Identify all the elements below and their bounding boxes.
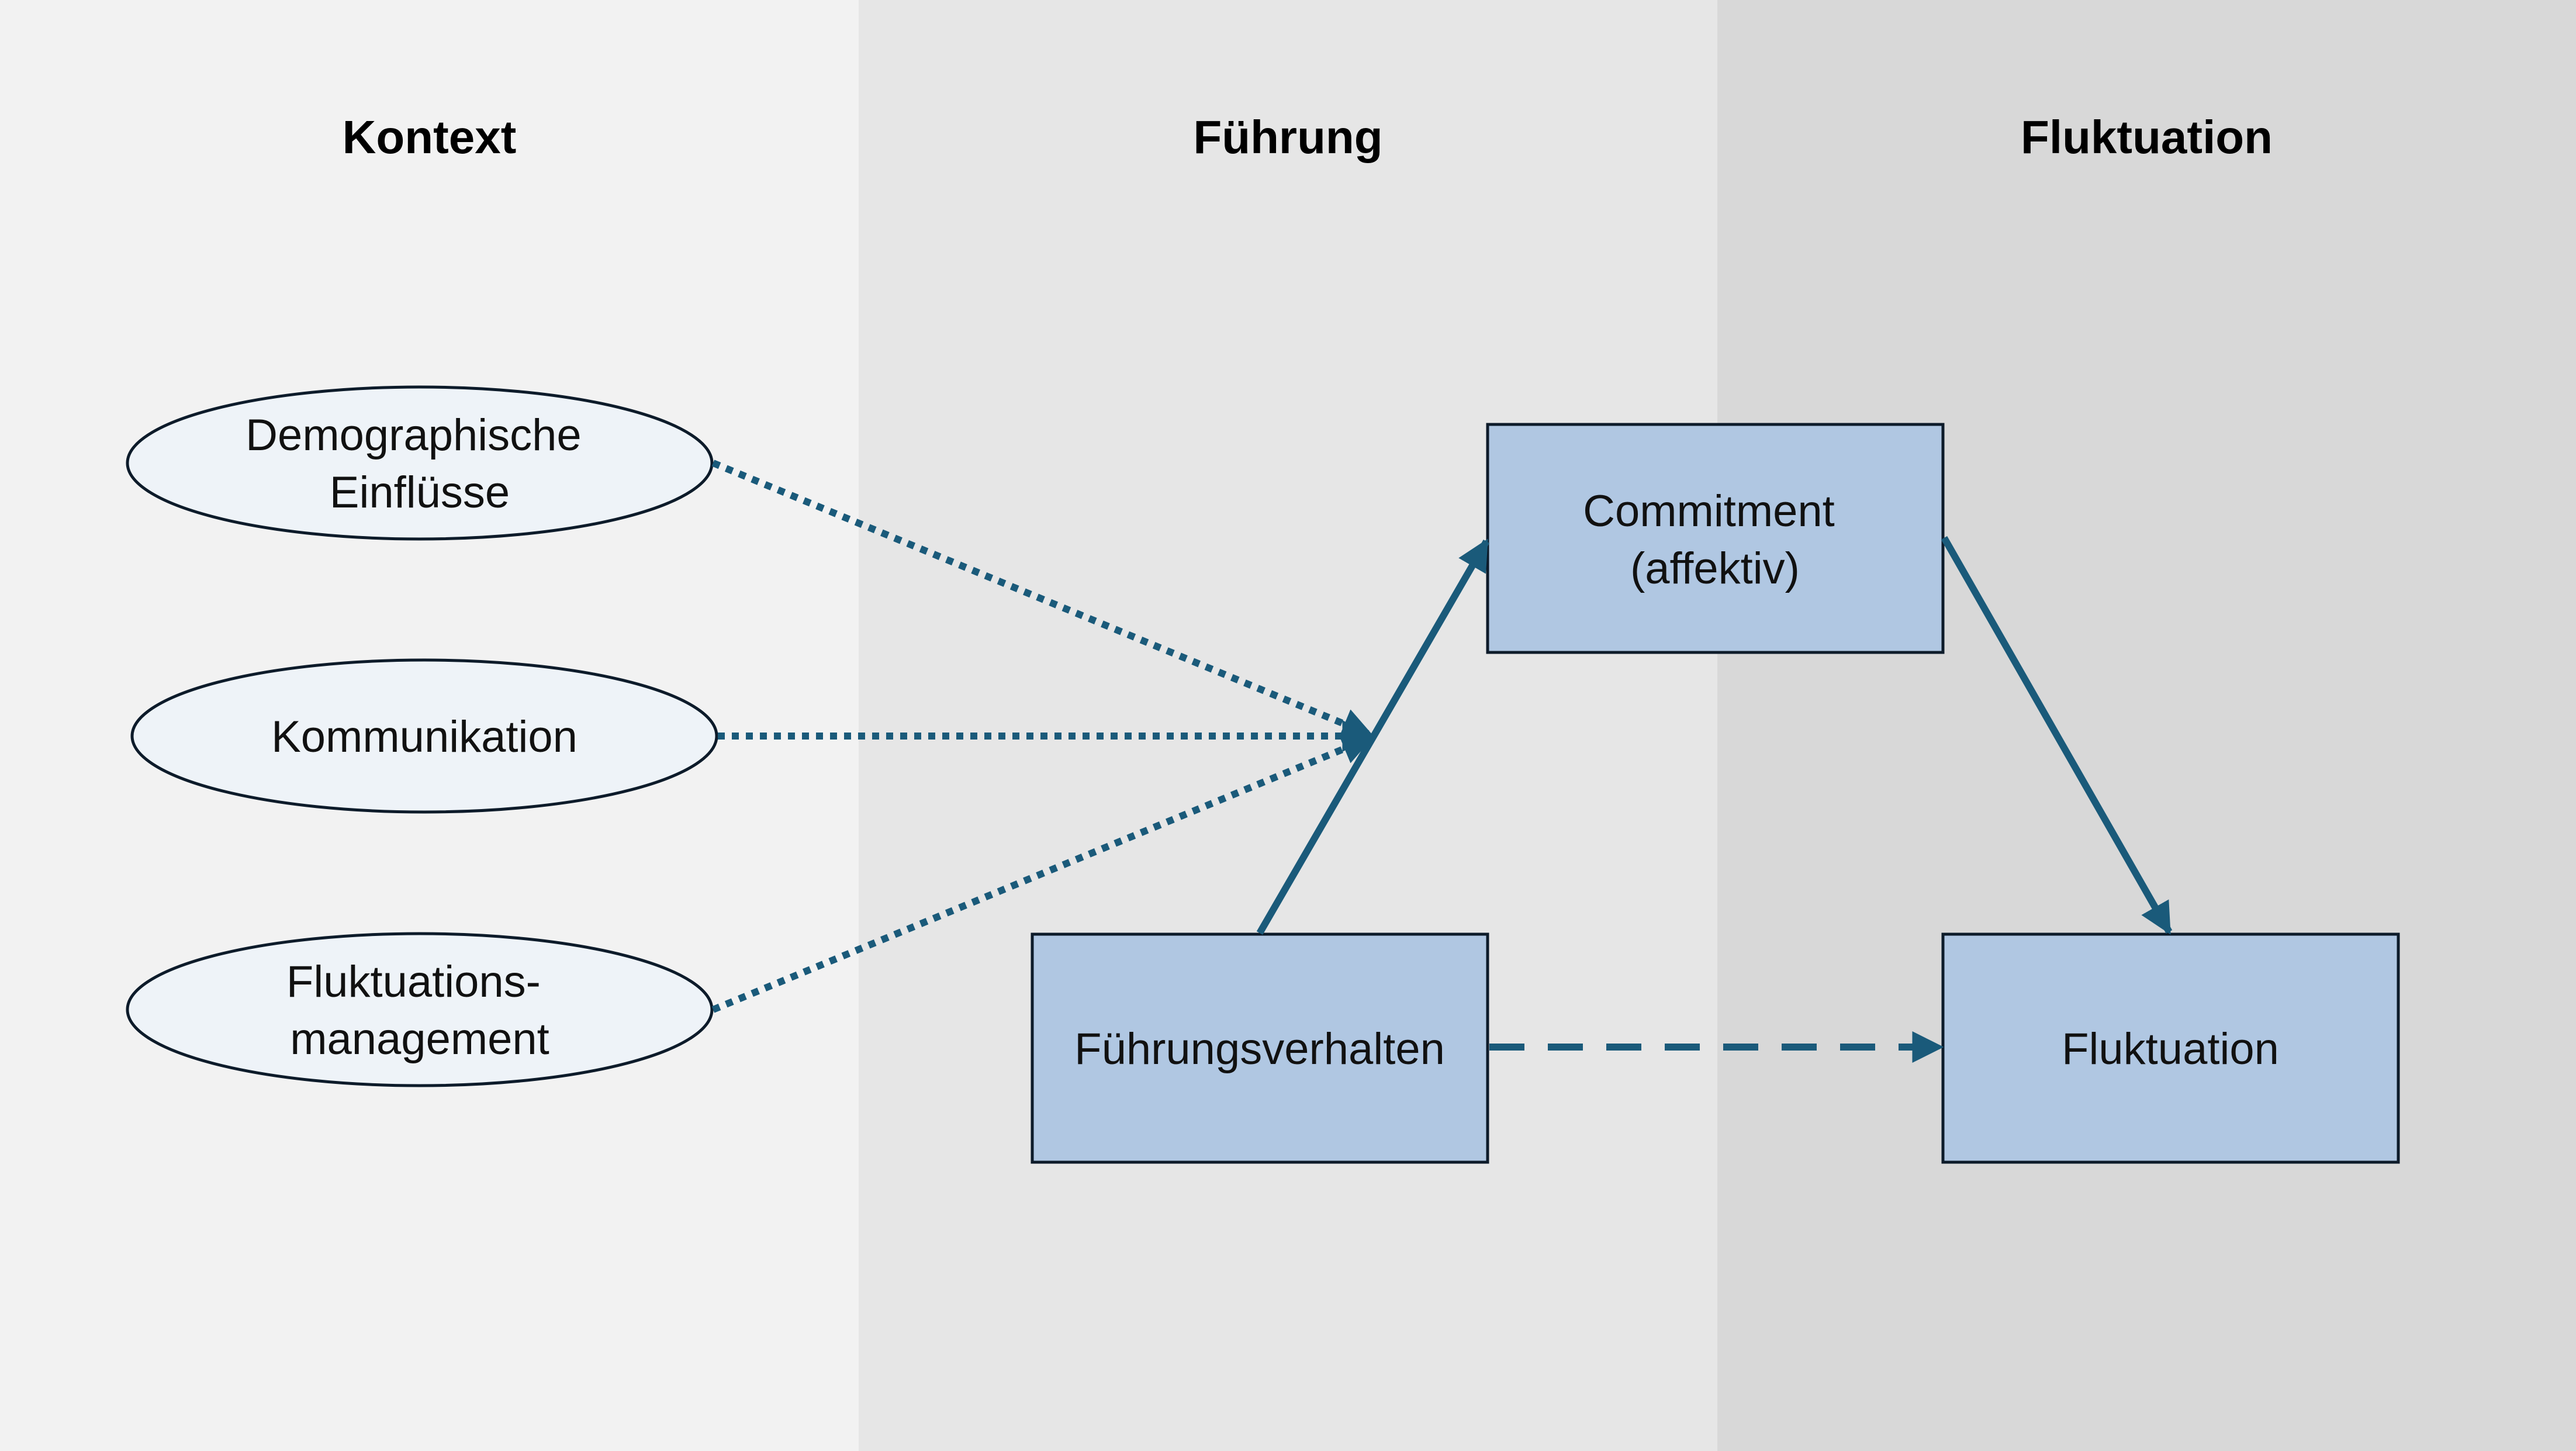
column-fluktuation: Fluktuation (1717, 0, 2576, 1451)
context-node-demographie-line-2: Einflüsse (330, 468, 510, 517)
box-fuehrungsverhalten: Führungsverhalten (1031, 932, 1489, 1164)
box-commitment-line-1: Commitment (1583, 486, 1835, 536)
context-node-demographie-label: Demographische Einflüsse (246, 410, 594, 517)
context-node-demographie: Demographische Einflüsse (126, 385, 714, 541)
box-fluktuation: Fluktuation (1941, 932, 2400, 1164)
arrow-fluktuationsmanagement-moderation-dotted (711, 734, 1374, 1013)
context-node-fluktuationsmanagement-label: Fluktuations- management (286, 957, 553, 1064)
arrow-demographie-moderation-dotted (711, 460, 1374, 739)
arrow-commitment-to-fluktuation (1941, 536, 2173, 935)
box-commitment-line-2: (affektiv) (1630, 544, 1800, 593)
box-fluktuation-label: Fluktuation (2062, 1024, 2279, 1074)
context-node-kommunikation: Kommunikation (130, 658, 718, 814)
column-fuehrung: Führung (859, 0, 1717, 1451)
context-node-fluktuationsmanagement: Fluktuations- management (126, 932, 714, 1087)
box-commitment-label: Commitment (affektiv) (1583, 486, 1847, 593)
column-header-fuehrung: Führung (1193, 111, 1383, 163)
context-node-demographie-line-1: Demographische (246, 410, 582, 460)
column-header-fluktuation: Fluktuation (2020, 111, 2273, 163)
context-node-fluktuationsmanagement-line-1: Fluktuations- (286, 957, 541, 1007)
column-header-kontext: Kontext (342, 111, 517, 163)
box-fluktuation-line-1: Fluktuation (2062, 1024, 2279, 1074)
box-commitment: Commitment (affektiv) (1486, 423, 1945, 654)
box-fuehrungsverhalten-line-1: Führungsverhalten (1074, 1024, 1445, 1074)
box-fuehrungsverhalten-label: Führungsverhalten (1074, 1024, 1445, 1074)
context-node-fluktuationsmanagement-line-2: management (290, 1014, 549, 1064)
context-node-kommunikation-label: Kommunikation (271, 712, 578, 762)
context-node-kommunikation-line-1: Kommunikation (271, 712, 578, 762)
